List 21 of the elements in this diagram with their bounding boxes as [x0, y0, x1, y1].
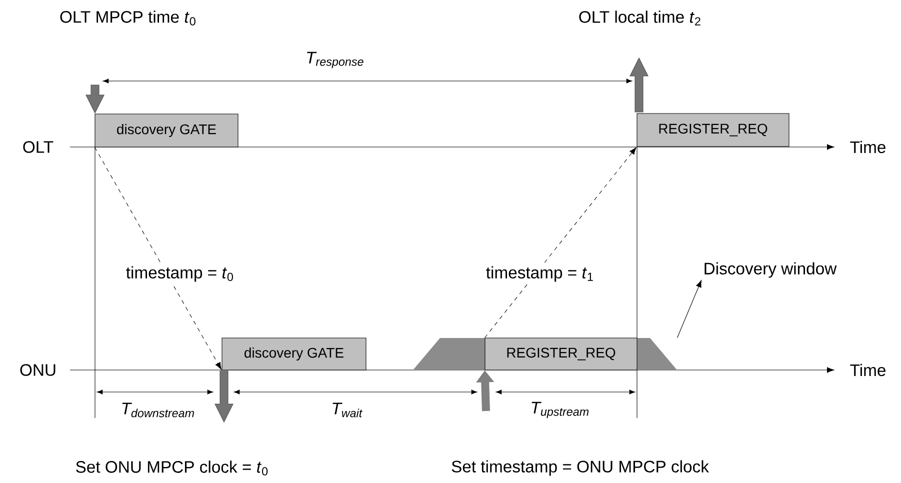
- edge-label: timestamp = t$_{1}$: [484, 264, 596, 284]
- arrow: [484, 147, 636, 338]
- arrow: [677, 280, 702, 338]
- window-label: Discovery window: [704, 262, 837, 278]
- label: $\mathit{T}_{\mathit{wait}}$: [332, 402, 363, 418]
- label: Time: [850, 140, 886, 154]
- label: OLT: [23, 141, 54, 153]
- edge-label: timestamp = t$_{0}$: [124, 264, 236, 284]
- message-box: discovery GATE: [94, 114, 238, 148]
- label: $\mathit{T}_{\mathit{upstream}}$: [532, 402, 589, 418]
- label: ONU: [20, 364, 56, 376]
- message-box: discovery GATE: [222, 338, 366, 370]
- message-box: REGISTER_REQ: [636, 113, 790, 147]
- label: Time: [850, 364, 886, 376]
- arrow: [94, 147, 222, 370]
- label: $\mathit{T}_{\mathit{downstream}}$: [122, 402, 194, 418]
- label: Set ONU MPCP clock = t$_{0}$: [76, 460, 268, 476]
- label: OLT MPCP time t$_{0}$: [60, 10, 196, 26]
- label: $\mathit{T}_{\mathit{response}}$: [307, 52, 364, 68]
- label: Set timestamp = ONU MPCP clock: [452, 460, 709, 476]
- label: OLT local time t$_{2}$: [579, 10, 700, 26]
